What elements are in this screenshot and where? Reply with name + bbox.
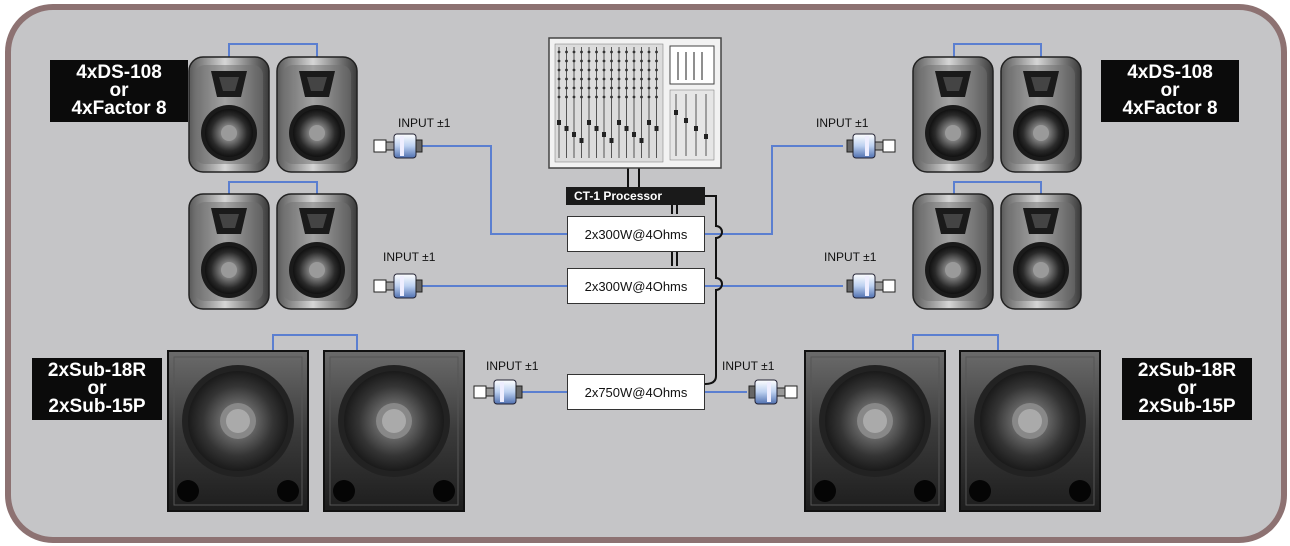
model-line: 4xDS-108 xyxy=(1127,62,1213,83)
xlr-connector-icon xyxy=(373,133,423,159)
input-label: INPUT ±1 xyxy=(486,359,539,373)
amp-label: 2x750W@4Ohms xyxy=(584,384,688,400)
amplifier-2: 2x300W@4Ohms xyxy=(567,268,705,304)
input-label: INPUT ±1 xyxy=(398,116,451,130)
xlr-connector-icon xyxy=(373,273,423,299)
top-left-speaker-label: 4xDS-108 or 4xFactor 8 xyxy=(50,60,188,122)
or-line: or xyxy=(1160,80,1180,101)
bottom-right-sub-label: 2xSub-18R or 2xSub-15P xyxy=(1122,358,1252,420)
or-line: or xyxy=(109,80,129,101)
speaker-cabinet-icon xyxy=(1000,193,1082,310)
bottom-left-sub-label: 2xSub-18R or 2xSub-15P xyxy=(32,358,162,420)
model-line: 2xSub-18R xyxy=(1137,360,1237,381)
amplifier-1: 2x300W@4Ohms xyxy=(567,216,705,252)
speaker-cabinet-icon xyxy=(188,56,270,173)
subwoofer-cabinet-icon xyxy=(959,350,1101,512)
xlr-connector-icon xyxy=(846,273,896,299)
processor-label: CT-1 Processor xyxy=(566,187,705,205)
model-line: 2xSub-15P xyxy=(1138,396,1236,417)
speaker-cabinet-icon xyxy=(276,56,358,173)
top-right-speaker-label: 4xDS-108 or 4xFactor 8 xyxy=(1101,60,1239,122)
model-line: 4xFactor 8 xyxy=(71,98,167,119)
amp-label: 2x300W@4Ohms xyxy=(584,226,688,242)
input-label: INPUT ±1 xyxy=(824,250,877,264)
speaker-cabinet-icon xyxy=(276,193,358,310)
xlr-connector-icon xyxy=(846,133,896,159)
model-line: 4xFactor 8 xyxy=(1122,98,1218,119)
speaker-cabinet-icon xyxy=(1000,56,1082,173)
speaker-cabinet-icon xyxy=(912,56,994,173)
or-line: or xyxy=(1177,378,1197,399)
model-line: 2xSub-15P xyxy=(48,396,146,417)
mixer-console-icon xyxy=(548,37,722,169)
amp-label: 2x300W@4Ohms xyxy=(584,278,688,294)
subwoofer-cabinet-icon xyxy=(804,350,946,512)
input-label: INPUT ±1 xyxy=(383,250,436,264)
amplifier-3: 2x750W@4Ohms xyxy=(567,374,705,410)
model-line: 4xDS-108 xyxy=(76,62,162,83)
model-line: 2xSub-18R xyxy=(47,360,147,381)
or-line: or xyxy=(87,378,107,399)
xlr-connector-icon xyxy=(748,379,798,405)
input-label: INPUT ±1 xyxy=(816,116,869,130)
speaker-cabinet-icon xyxy=(188,193,270,310)
subwoofer-cabinet-icon xyxy=(323,350,465,512)
input-label: INPUT ±1 xyxy=(722,359,775,373)
xlr-connector-icon xyxy=(473,379,523,405)
subwoofer-cabinet-icon xyxy=(167,350,309,512)
speaker-cabinet-icon xyxy=(912,193,994,310)
